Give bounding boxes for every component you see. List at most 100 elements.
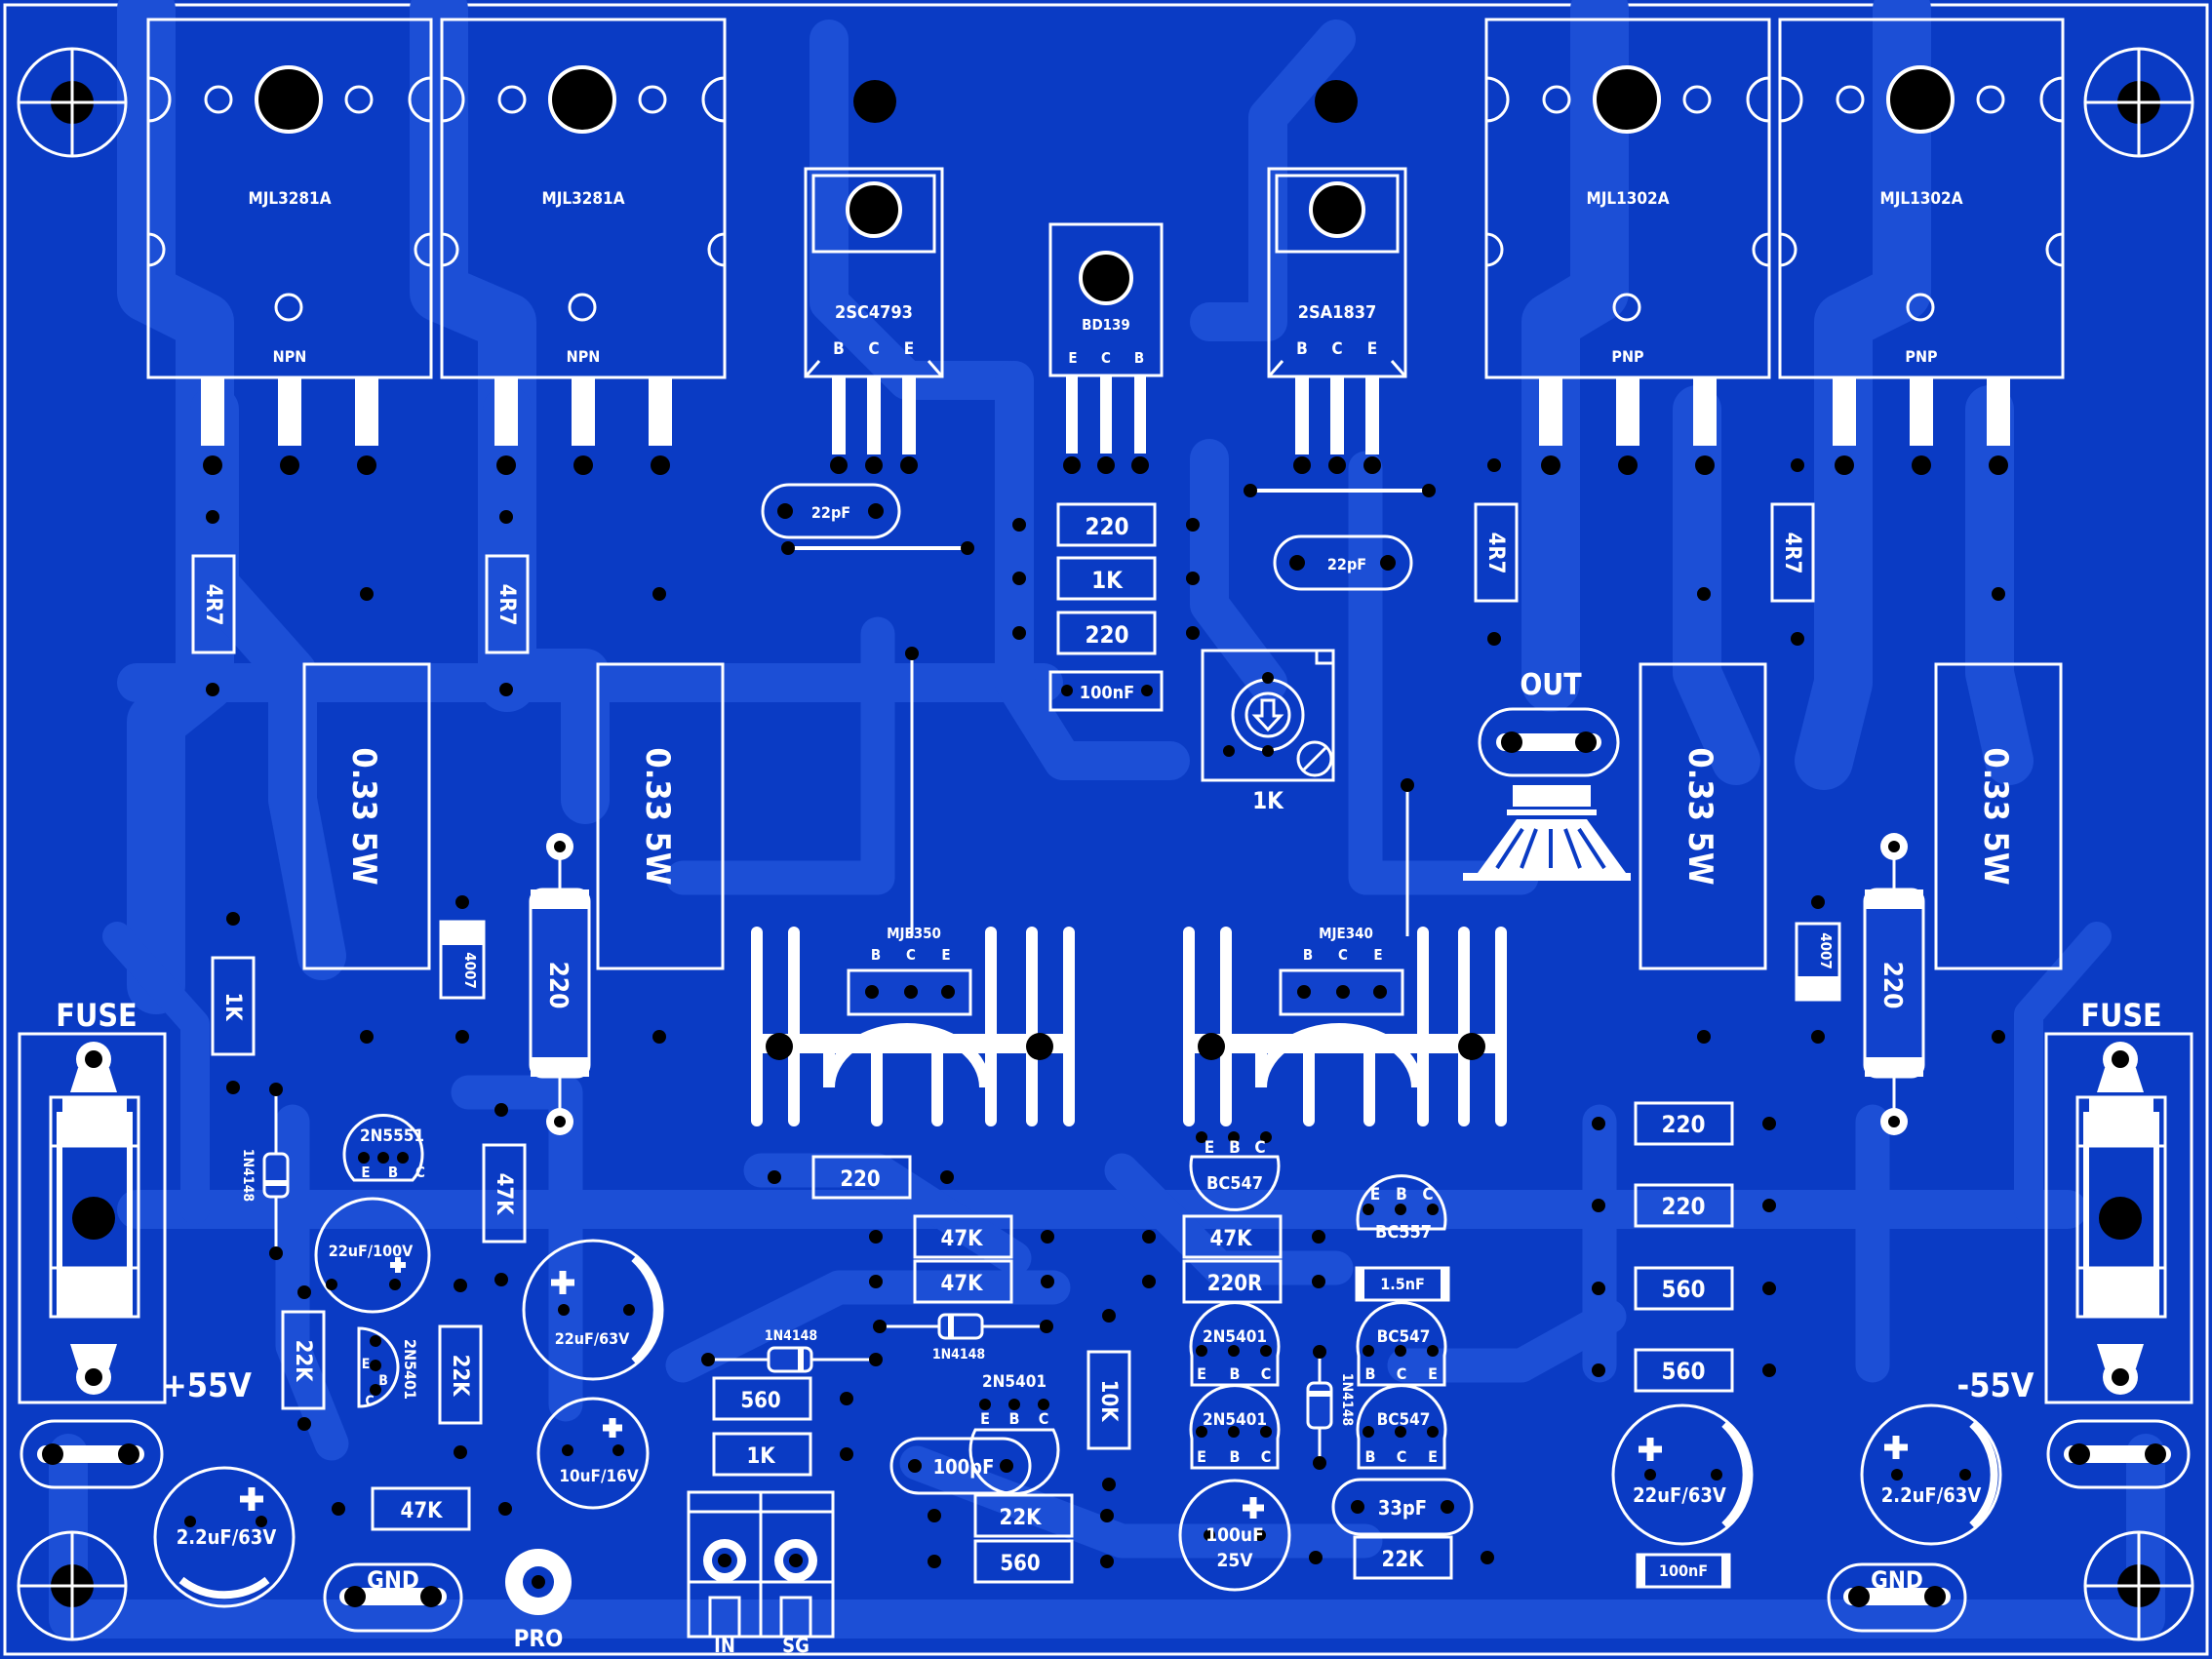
trimmer-potentiometer: 1K [1201, 649, 1335, 814]
svg-text:0.33 5W: 0.33 5W [1680, 747, 1719, 885]
resistor-47k-horizontal: 47K [332, 1486, 512, 1531]
capacitor-100nf-right: 100nF [1636, 1553, 1731, 1589]
2sc4793-label: 2SC4793 [835, 302, 913, 323]
svg-text:220: 220 [840, 1167, 880, 1192]
svg-text:4R7: 4R7 [1483, 533, 1508, 574]
svg-text:100nF: 100nF [1659, 1561, 1708, 1580]
resistor-220-center: 220 [768, 1155, 954, 1200]
via-driver-right [1315, 80, 1358, 123]
capacitor-1n5f: 1.5nF [1355, 1266, 1450, 1302]
diode-4007-left: 4007 [439, 895, 486, 1044]
capacitor-2u2-63v-right: 2.2uF/63V [1860, 1403, 2002, 1546]
transistor-bc557: E B C BC557 [1356, 1174, 1447, 1243]
mounting-hole-top-left [17, 47, 128, 158]
svg-text:22uF/100V: 22uF/100V [329, 1242, 414, 1260]
pro-label: PRO [514, 1625, 564, 1652]
svg-text:47K: 47K [941, 1227, 984, 1251]
svg-text:22pF: 22pF [1327, 555, 1366, 573]
diode-1n4148-right: 1N4148 [1306, 1345, 1355, 1470]
transistor-2n5401-right-2: 2N5401 E B C [1189, 1384, 1281, 1470]
svg-text:B: B [1365, 1447, 1376, 1466]
2sc4793-pin-b: B [833, 339, 845, 359]
diode-4007-right: 4007 [1795, 895, 1841, 1044]
svg-text:0.33 5W: 0.33 5W [638, 747, 677, 885]
svg-text:BC547: BC547 [1377, 1327, 1431, 1347]
svg-text:E: E [361, 1164, 370, 1181]
q2-part-label: MJL3281A [541, 189, 624, 209]
capacitor-100nf-bias: 100nF [1080, 683, 1134, 703]
svg-text:10uF/16V: 10uF/16V [559, 1467, 638, 1486]
q1-part-label: MJL3281A [248, 189, 331, 209]
svg-text:560: 560 [740, 1389, 780, 1413]
svg-text:33pF: 33pF [1378, 1496, 1427, 1520]
svg-text:4007: 4007 [1817, 932, 1835, 969]
voltage-negative-label: -55V [1957, 1366, 2034, 1405]
resistor-47k-center-2: 47K [869, 1259, 1054, 1304]
svg-text:22K: 22K [1382, 1548, 1425, 1572]
input-in-label: IN [714, 1634, 735, 1657]
resistor-4r7-3: 4R7 [1474, 502, 1519, 603]
q3-part-label: MJL1302A [1586, 189, 1669, 209]
mounting-hole-bottom-right [2083, 1530, 2194, 1641]
svg-text:560: 560 [1661, 1276, 1705, 1303]
svg-text:E: E [1428, 1447, 1438, 1466]
bd139-pin-e: E [1068, 349, 1077, 367]
svg-text:1.5nF: 1.5nF [1380, 1275, 1425, 1293]
mje350-label: MJE350 [887, 925, 941, 942]
mounting-holes [17, 47, 2194, 1641]
svg-text:1K: 1K [746, 1444, 775, 1469]
svg-text:220: 220 [1661, 1111, 1705, 1138]
svg-text:22K: 22K [291, 1340, 315, 1383]
svg-text:B: B [1303, 946, 1313, 964]
resistor-1k-left: 1K [211, 912, 256, 1094]
transistor-bc547-top: E B C BC547 [1189, 1131, 1281, 1211]
2sa1837-label: 2SA1837 [1298, 302, 1377, 323]
svg-text:560: 560 [1000, 1552, 1040, 1576]
svg-text:C: C [1261, 1364, 1272, 1383]
svg-text:B: B [1365, 1364, 1376, 1383]
svg-text:B: B [1229, 1138, 1241, 1158]
transistor-2n5551: 2N5551 E B C [342, 1114, 425, 1182]
svg-text:1N4148: 1N4148 [240, 1149, 256, 1202]
copper-traces [49, 0, 2165, 1639]
svg-text:4R7: 4R7 [1780, 533, 1804, 574]
mounting-hole-bottom-left [17, 1530, 128, 1641]
svg-text:4R7: 4R7 [201, 584, 225, 626]
svg-text:2.2uF/63V: 2.2uF/63V [1881, 1483, 1982, 1507]
speaker-icon [1463, 785, 1631, 881]
resistor-47k-right: 47K [1142, 1214, 1325, 1259]
q2-type-label: NPN [567, 347, 601, 366]
gnd-connector-left: GND [323, 1562, 463, 1633]
svg-text:47K: 47K [401, 1499, 444, 1523]
svg-text:E: E [941, 946, 950, 964]
resistor-560-right-2: 560 [1592, 1348, 1776, 1393]
svg-text:E: E [1373, 946, 1382, 964]
capacitor-22pf-left: 22pF [761, 483, 901, 539]
driver-transistor-2sc4793: 2SC4793 B C E [804, 167, 944, 474]
svg-text:C: C [415, 1164, 425, 1181]
fuse-right-label: FUSE [2080, 997, 2161, 1034]
svg-text:B: B [1009, 1409, 1020, 1428]
svg-text:C: C [1338, 946, 1348, 964]
svg-text:E: E [362, 1357, 371, 1372]
svg-text:22K: 22K [1000, 1506, 1043, 1530]
driver-transistor-2sa1837: 2SA1837 B C E [1267, 167, 1407, 474]
2sa1837-pin-e: E [1367, 339, 1377, 359]
svg-text:C: C [1422, 1185, 1433, 1205]
svg-text:0.33 5W: 0.33 5W [1976, 747, 2015, 885]
capacitor-100uf-25v: 100uF 25V [1178, 1479, 1291, 1592]
svg-text:47K: 47K [941, 1272, 984, 1296]
heatsink-mje340: MJE340 B C E [1183, 925, 1507, 1126]
diode-1n4148-left: 1N4148 [240, 1083, 290, 1260]
mounting-hole-top-right [2083, 47, 2194, 158]
svg-text:2N5401: 2N5401 [1203, 1410, 1267, 1430]
input-terminal-block: IN SG [687, 1490, 835, 1657]
transistor-bc547-low: BC547 B C E [1356, 1384, 1447, 1470]
svg-text:22uF/63V: 22uF/63V [1633, 1483, 1726, 1507]
power-transistor-q1: MJL3281A NPN [146, 18, 433, 475]
power-transistor-q2: MJL3281A NPN [440, 18, 727, 475]
resistor-4r7-1: 4R7 [191, 554, 236, 654]
2sc4793-pin-c: C [868, 339, 879, 359]
resistor-220-top: 220 [1085, 513, 1128, 540]
2sa1837-pin-b: B [1296, 339, 1308, 359]
